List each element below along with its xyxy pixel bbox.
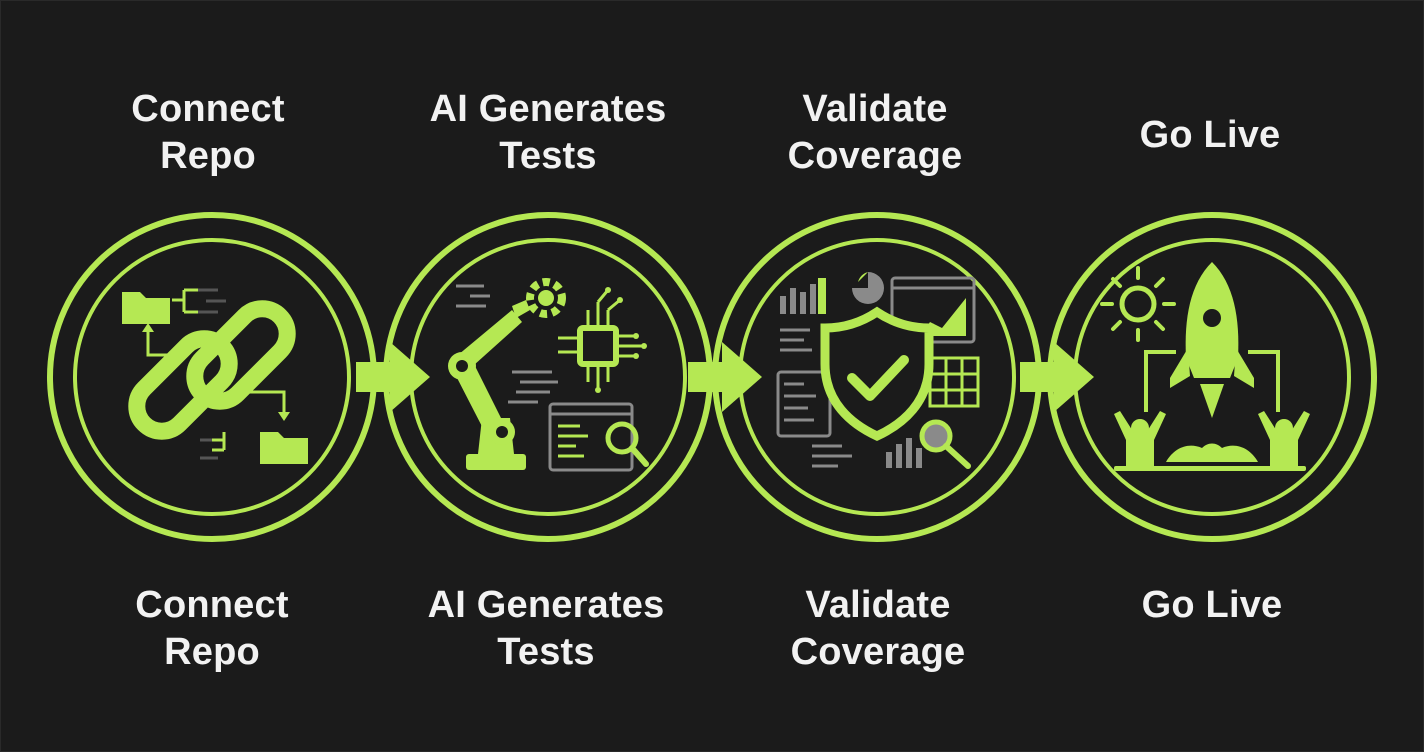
arrow-3-icon — [1020, 342, 1094, 412]
step-4-bottom-label: Go Live — [1141, 584, 1283, 626]
arrow-2-icon — [688, 342, 762, 412]
chain-link-repo-icon — [122, 288, 308, 464]
step-2-circle — [383, 212, 713, 542]
step-4-top-label: Go Live — [1139, 114, 1281, 156]
arrow-1-icon — [356, 342, 430, 412]
robot-arm-chip-icon — [448, 278, 649, 472]
step-1-circle — [47, 212, 377, 542]
rocket-launch-icon — [1100, 262, 1310, 471]
shield-check-icon — [776, 272, 980, 469]
